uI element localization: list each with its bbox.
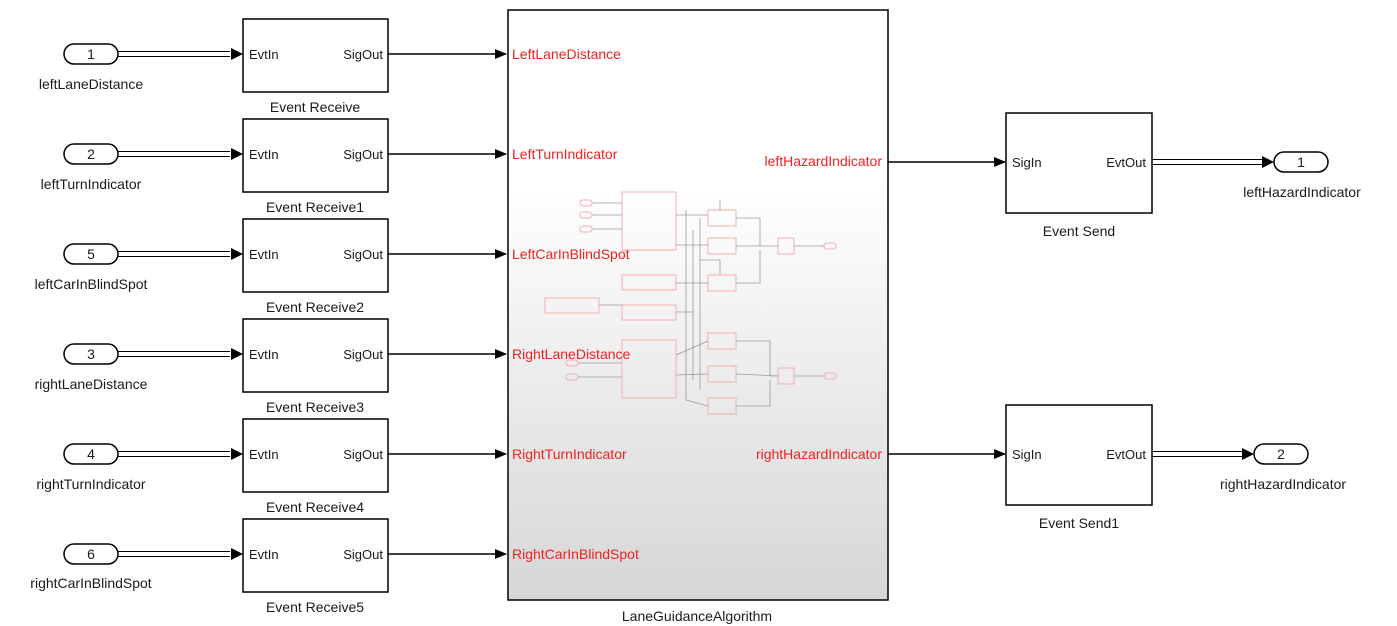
receive-out-port: SigOut — [343, 547, 383, 562]
arrow-head — [231, 148, 243, 160]
inport-name: rightTurnIndicator — [36, 476, 146, 492]
inport-number: 2 — [87, 146, 95, 162]
subsystem-input-label: RightCarInBlindSpot — [512, 546, 639, 562]
receive-block-name: Event Receive4 — [266, 499, 364, 515]
event-send-block[interactable] — [1005, 404, 1153, 506]
inport-group-2: 5 leftCarInBlindSpot — [35, 243, 243, 292]
receive-block-name: Event Receive5 — [266, 599, 364, 615]
inport-group-0: 1 leftLaneDistance — [39, 43, 243, 92]
event-receive-block[interactable] — [242, 218, 389, 293]
send-block-name: Event Send — [1043, 223, 1115, 239]
arrow-head — [231, 348, 243, 360]
outport-number: 1 — [1297, 154, 1305, 170]
receive-block-group-5: EvtIn SigOut Event Receive5 — [242, 518, 507, 615]
subsystem-input-label: RightTurnIndicator — [512, 446, 627, 462]
outport-number: 2 — [1277, 446, 1285, 462]
arrow-head — [231, 448, 243, 460]
receive-in-port: EvtIn — [249, 47, 279, 62]
subsystem-input-label: LeftLaneDistance — [512, 46, 621, 62]
subsystem-output-label: rightHazardIndicator — [756, 446, 882, 462]
inport-group-1: 2 leftTurnIndicator — [41, 143, 243, 192]
inport-block[interactable] — [63, 343, 119, 365]
receive-block-group-4: EvtIn SigOut Event Receive4 — [242, 418, 507, 515]
inport-group-3: 3 rightLaneDistance — [35, 343, 243, 392]
arrow-head — [231, 248, 243, 260]
inport-number: 3 — [87, 346, 95, 362]
inport-group-4: 4 rightTurnIndicator — [36, 443, 243, 492]
receive-in-port: EvtIn — [249, 247, 279, 262]
inport-number: 1 — [87, 46, 95, 62]
outport-name: leftHazardIndicator — [1243, 184, 1361, 200]
event-receive-block[interactable] — [242, 18, 389, 93]
outport-name: rightHazardIndicator — [1220, 476, 1346, 492]
inport-number: 4 — [87, 446, 95, 462]
receive-in-port: EvtIn — [249, 347, 279, 362]
event-receive-block[interactable] — [242, 318, 389, 393]
outport-block[interactable] — [1273, 151, 1329, 173]
inport-block[interactable] — [63, 143, 119, 165]
receive-out-port: SigOut — [343, 347, 383, 362]
event-receive-block[interactable] — [242, 518, 389, 593]
subsystem-group: LeftLaneDistance LeftTurnIndicator LeftC… — [507, 9, 889, 624]
inport-block[interactable] — [63, 243, 119, 265]
receive-in-port: EvtIn — [249, 447, 279, 462]
subsystem-input-label: LeftTurnIndicator — [512, 146, 618, 162]
inport-name: rightCarInBlindSpot — [30, 575, 152, 591]
send-block-group-1: SigIn EvtOut Event Send1 — [888, 404, 1254, 531]
send-block-group-0: SigIn EvtOut Event Send — [888, 112, 1274, 239]
event-send-block[interactable] — [1005, 112, 1153, 214]
receive-out-port: SigOut — [343, 147, 383, 162]
lane-guidance-subsystem[interactable] — [507, 9, 889, 601]
receive-block-name: Event Receive — [270, 99, 360, 115]
subsystem-output-label: leftHazardIndicator — [764, 153, 882, 169]
inport-number: 6 — [87, 546, 95, 562]
outport-block[interactable] — [1253, 443, 1309, 465]
receive-out-port: SigOut — [343, 447, 383, 462]
arrow-head — [231, 548, 243, 560]
event-receive-block[interactable] — [242, 418, 389, 493]
inport-block[interactable] — [63, 543, 119, 565]
inport-block[interactable] — [63, 443, 119, 465]
send-in-port: SigIn — [1012, 447, 1042, 462]
event-receive-block[interactable] — [242, 118, 389, 193]
inport-name: rightLaneDistance — [35, 376, 148, 392]
send-in-port: SigIn — [1012, 155, 1042, 170]
receive-in-port: EvtIn — [249, 147, 279, 162]
subsystem-input-label: RightLaneDistance — [512, 346, 631, 362]
inport-name: leftTurnIndicator — [41, 176, 142, 192]
arrow-head — [231, 48, 243, 60]
receive-out-port: SigOut — [343, 247, 383, 262]
arrow-head — [1262, 156, 1274, 168]
receive-block-group-2: EvtIn SigOut Event Receive2 — [242, 218, 507, 315]
receive-block-name: Event Receive1 — [266, 199, 364, 215]
subsystem-input-label: LeftCarInBlindSpot — [512, 246, 630, 262]
outport-group-1: 2 rightHazardIndicator — [1220, 443, 1346, 492]
arrow-head — [1242, 448, 1254, 460]
subsystem-thumbnail-wires — [578, 200, 824, 407]
outport-group-0: 1 leftHazardIndicator — [1243, 151, 1361, 200]
receive-block-group-1: EvtIn SigOut Event Receive1 — [242, 118, 507, 215]
receive-block-group-3: EvtIn SigOut Event Receive3 — [242, 318, 507, 415]
send-block-name: Event Send1 — [1039, 515, 1119, 531]
receive-block-name: Event Receive3 — [266, 399, 364, 415]
receive-block-group-0: EvtIn SigOut Event Receive — [242, 18, 507, 115]
subsystem-name: LaneGuidanceAlgorithm — [622, 608, 772, 624]
inport-name: leftLaneDistance — [39, 76, 144, 92]
send-out-port: EvtOut — [1106, 155, 1146, 170]
send-out-port: EvtOut — [1106, 447, 1146, 462]
inport-block[interactable] — [63, 43, 119, 65]
inport-name: leftCarInBlindSpot — [35, 276, 148, 292]
receive-block-name: Event Receive2 — [266, 299, 364, 315]
receive-in-port: EvtIn — [249, 547, 279, 562]
inport-group-5: 6 rightCarInBlindSpot — [30, 543, 243, 591]
inport-number: 5 — [87, 246, 95, 262]
receive-out-port: SigOut — [343, 47, 383, 62]
